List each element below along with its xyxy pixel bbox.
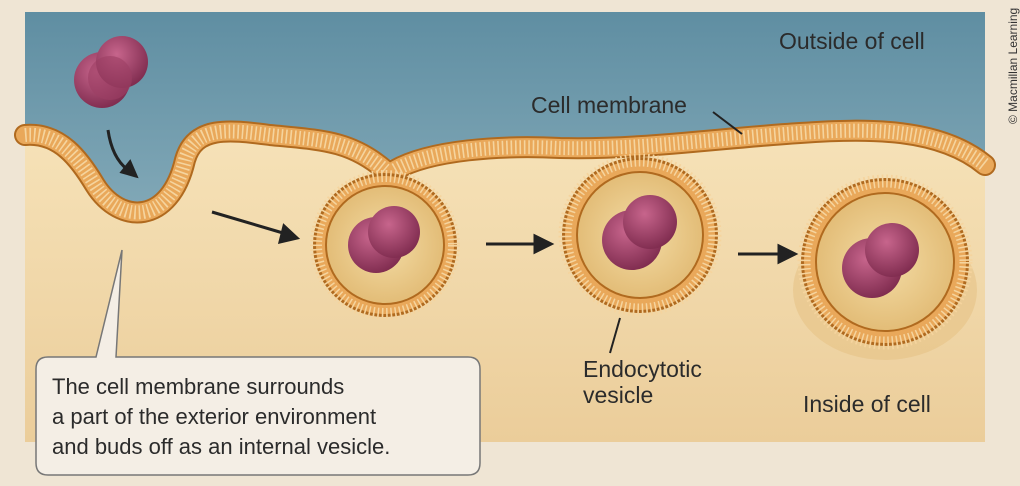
arrow-pit-to-vesicle — [211, 210, 284, 235]
cell-membrane — [14, 119, 996, 224]
arrow-head — [119, 159, 139, 179]
arrow-head — [777, 243, 799, 265]
credit-text: © Macmillan Learning — [1006, 7, 1020, 124]
callout-text: The cell membrane surrounds a part of th… — [52, 374, 391, 459]
outside-of-cell-label: Outside of cell — [779, 28, 925, 54]
particle — [348, 206, 420, 273]
cell-membrane-label: Cell membrane — [531, 92, 687, 118]
leader-lines — [609, 111, 743, 354]
inside-of-cell-label: Inside of cell — [803, 391, 931, 417]
arrow-head — [277, 223, 301, 245]
callout-box — [35, 249, 481, 476]
particle — [842, 223, 919, 298]
arrow-head — [533, 233, 555, 255]
vesicle-leader — [609, 317, 621, 354]
membrane-leader — [712, 111, 743, 135]
particle — [74, 36, 148, 108]
arrows — [106, 129, 799, 265]
endocytotic-vesicle-label: Endocytotic vesicle — [583, 356, 702, 408]
particle — [602, 195, 677, 270]
